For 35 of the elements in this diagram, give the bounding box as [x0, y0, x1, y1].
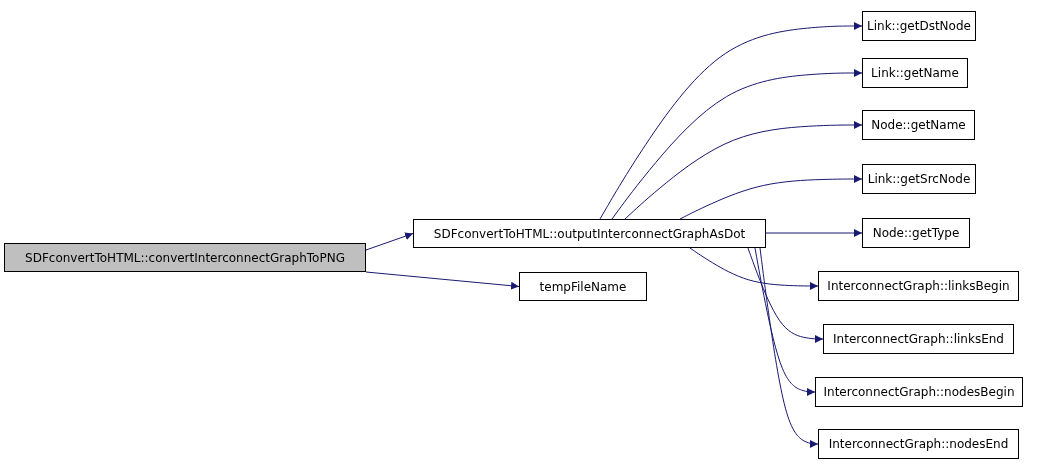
function-box — [862, 218, 970, 248]
function-name: InterconnectGraph::nodesEnd — [828, 437, 1009, 451]
arrow — [759, 247, 819, 448]
arrow — [365, 232, 414, 251]
function-box — [818, 271, 1019, 301]
function-box — [818, 429, 1019, 459]
function-name: InterconnectGraph::linksBegin — [827, 279, 1010, 293]
function-box — [519, 272, 647, 301]
arrow — [765, 229, 863, 237]
function-name: InterconnectGraph::nodesBegin — [823, 385, 1015, 399]
function-box — [862, 58, 968, 88]
function-name: InterconnectGraph::linksEnd — [833, 332, 1004, 346]
function-name: tempFileName — [539, 279, 627, 294]
arrow — [747, 247, 824, 343]
arrow — [365, 271, 520, 290]
function-box — [862, 110, 975, 140]
function-name: Link::getName — [871, 66, 959, 80]
arrow — [611, 69, 863, 220]
function-name: Link::getDstNode — [867, 19, 971, 33]
function-name: Node::getType — [872, 226, 960, 240]
arrow — [679, 175, 863, 220]
function-box — [862, 11, 976, 41]
function-box — [862, 164, 976, 194]
function-box — [4, 243, 366, 272]
function-name: SDFconvertToHTML::outputInterconnectGraphAsDot — [433, 226, 746, 241]
function-box — [823, 324, 1014, 354]
function-box — [413, 219, 766, 248]
function-name: Link::getSrcNode — [867, 172, 971, 186]
function-name: Node::getName — [871, 118, 966, 132]
arrow — [689, 247, 819, 290]
function-name: SDFconvertToHTML::convertInterconnectGraphToPNG — [25, 250, 345, 265]
arrow — [599, 22, 863, 220]
arrow — [754, 247, 816, 396]
function-box — [815, 377, 1023, 407]
arrow — [624, 121, 863, 220]
